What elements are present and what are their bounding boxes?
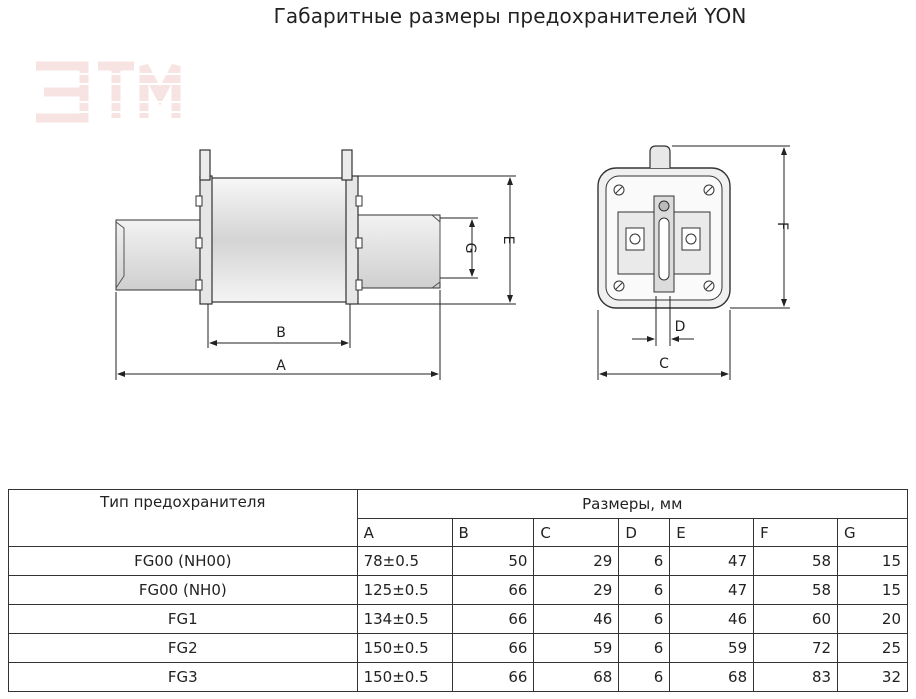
dim-a-label: A [276, 358, 286, 374]
dim-g-cell: 15 [837, 575, 908, 605]
type-column-header: Тип предохранителя [8, 489, 358, 547]
column-header-d: D [618, 518, 671, 547]
dim-f-cell: 72 [753, 633, 839, 663]
dim-b-label: B [276, 325, 286, 341]
table-row: FG3 150±0.5 66 68 6 68 83 32 [8, 662, 908, 692]
dim-e-cell: 47 [669, 575, 755, 605]
dim-c-cell: 29 [533, 575, 620, 605]
table-row: FG00 (NH00) 78±0.5 50 29 6 47 58 15 [8, 546, 908, 576]
dim-f-cell: 58 [753, 575, 839, 605]
dim-e-cell: 46 [669, 604, 755, 634]
dim-b-cell: 50 [451, 546, 535, 576]
sizes-column-header: Размеры, мм [356, 489, 909, 519]
fuse-type-cell: FG1 [8, 604, 358, 634]
table-row: FG00 (NH0) 125±0.5 66 29 6 47 58 15 [8, 575, 908, 605]
dim-b-cell: 66 [451, 633, 535, 663]
page-title-text: Габаритные размеры предохранителей YON [273, 4, 747, 28]
page-title: Габаритные размеры предохранителей YON [0, 4, 916, 28]
dim-g-cell: 15 [837, 546, 908, 576]
dim-f-cell: 60 [753, 604, 839, 634]
dim-a-cell: 150±0.5 [356, 633, 453, 663]
dim-d-cell: 6 [618, 546, 671, 576]
dim-f-label: F [774, 222, 790, 230]
dim-d-cell: 6 [618, 604, 671, 634]
dim-d-cell: 6 [618, 662, 671, 692]
dim-c-cell: 46 [533, 604, 620, 634]
etm-watermark-logo [14, 61, 184, 123]
dim-g-label: G [462, 243, 478, 254]
column-header-e: E [669, 518, 755, 547]
fuse-type-cell: FG3 [8, 662, 358, 692]
dim-e-cell: 68 [669, 662, 755, 692]
dim-f-cell: 83 [753, 662, 839, 692]
dim-c-cell: 68 [533, 662, 620, 692]
dim-b-cell: 66 [451, 575, 535, 605]
dim-c-label: C [659, 356, 669, 372]
dim-g-cell: 25 [837, 633, 908, 663]
dim-f-cell: 58 [753, 546, 839, 576]
table-subheader-row: A B C D E F G [9, 518, 908, 547]
dim-d-cell: 6 [618, 633, 671, 663]
dim-b-cell: 66 [451, 662, 535, 692]
fuse-dimension-drawings: B A E G [115, 145, 790, 380]
fuse-type-cell: FG00 (NH0) [8, 575, 358, 605]
column-header-b: B [451, 518, 535, 547]
column-header-g: G [837, 518, 908, 547]
dim-c-cell: 29 [533, 546, 620, 576]
dim-e-cell: 59 [669, 633, 755, 663]
dim-d-cell: 6 [618, 575, 671, 605]
column-header-f: F [753, 518, 839, 547]
table-header-row: Тип предохранителя Размеры, мм [8, 489, 909, 547]
dim-g-cell: 32 [837, 662, 908, 692]
dimensions-table: Тип предохранителя Размеры, мм A B C D E… [8, 489, 909, 692]
dim-e-label: E [500, 236, 516, 245]
side-view-drawing: B A E G [115, 149, 516, 380]
dim-a-cell: 150±0.5 [356, 662, 453, 692]
dim-b-cell: 66 [451, 604, 535, 634]
dim-e-cell: 47 [669, 546, 755, 576]
front-view-drawing: D C F [597, 145, 790, 380]
dim-c-cell: 59 [533, 633, 620, 663]
dim-a-cell: 125±0.5 [356, 575, 453, 605]
column-header-c: C [533, 518, 620, 547]
column-header-a: A [356, 518, 453, 547]
table-row: FG1 134±0.5 66 46 6 46 60 20 [8, 604, 908, 634]
dim-g-cell: 20 [837, 604, 908, 634]
dim-d-label: D [675, 319, 686, 335]
dim-a-cell: 78±0.5 [356, 546, 453, 576]
dim-a-cell: 134±0.5 [356, 604, 453, 634]
fuse-type-cell: FG2 [8, 633, 358, 663]
table-row: FG2 150±0.5 66 59 6 59 72 25 [8, 633, 908, 663]
fuse-type-cell: FG00 (NH00) [8, 546, 358, 576]
